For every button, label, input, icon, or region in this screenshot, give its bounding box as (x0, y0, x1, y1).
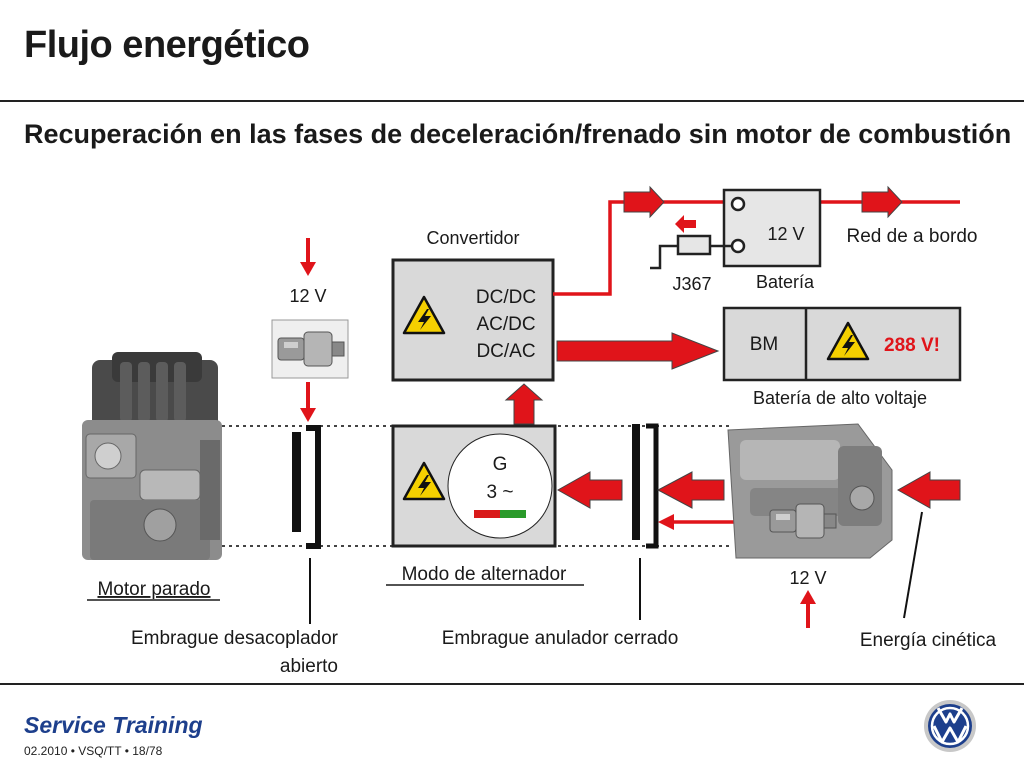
starter-motor-engine (271, 319, 349, 379)
arrow-12v-to-starter (300, 238, 316, 422)
arrow-into-generator (556, 471, 623, 509)
vw-logo (924, 700, 976, 752)
gearbox-illustration (727, 423, 893, 559)
footer-divider (0, 683, 1024, 685)
footer-brand: Service Training (24, 712, 203, 738)
hv-battery-module: BM (750, 334, 779, 355)
battery-12v-voltage: 12 V (767, 224, 804, 244)
kinetic-energy-pointer (903, 511, 923, 619)
converter-line-2: AC/DC (476, 314, 535, 335)
relay-arrow (675, 215, 696, 233)
bridging-clutch-label: Embrague anulador cerrado (442, 628, 679, 649)
hv-battery-label: Batería de alto voltaje (753, 388, 927, 408)
title-divider (0, 100, 1024, 102)
converter-line-3: DC/AC (476, 341, 535, 362)
onboard-network-label: Red de a bordo (847, 226, 978, 247)
engine-state-label: Motor parado (97, 579, 210, 600)
arrow-gearbox-to-clutch (656, 471, 725, 509)
bridging-clutch (632, 423, 659, 549)
hv-battery-voltage: 288 V! (884, 335, 940, 356)
decoupling-clutch-label-2: abierto (280, 656, 338, 677)
slide-title: Flujo energético (24, 24, 310, 66)
battery-12v-label: Batería (756, 272, 815, 292)
slide-subtitle: Recuperación en las fases de deceleració… (24, 119, 1012, 149)
arrow-kinetic-energy (896, 471, 961, 509)
arrow-generator-to-converter (504, 383, 544, 425)
dc-line-to-12v (553, 185, 960, 296)
decoupling-clutch-label-1: Embrague desacoplador (131, 628, 339, 649)
generator-pole-bar (474, 510, 526, 518)
generator-symbol: G (493, 454, 508, 475)
footer-meta: 02.2010 • VSQ/TT • 18/78 (24, 744, 163, 758)
gearbox-starter-voltage: 12 V (789, 568, 826, 588)
relay-label: J367 (672, 274, 711, 294)
arrow-12v-to-gearbox-starter (800, 590, 816, 628)
arrow-converter-to-hv-battery (556, 332, 720, 370)
engine-starter-voltage: 12 V (289, 286, 326, 306)
engine-illustration (82, 352, 222, 560)
decoupling-clutch (292, 425, 321, 549)
converter-line-1: DC/DC (476, 287, 536, 308)
generator-mode-label: Modo de alternador (402, 564, 567, 585)
battery-12v (722, 188, 822, 268)
relay-j367 (650, 234, 732, 270)
converter-label: Convertidor (426, 228, 519, 248)
kinetic-energy-label: Energía cinética (860, 630, 997, 651)
generator-phase: 3 ~ (487, 482, 514, 503)
